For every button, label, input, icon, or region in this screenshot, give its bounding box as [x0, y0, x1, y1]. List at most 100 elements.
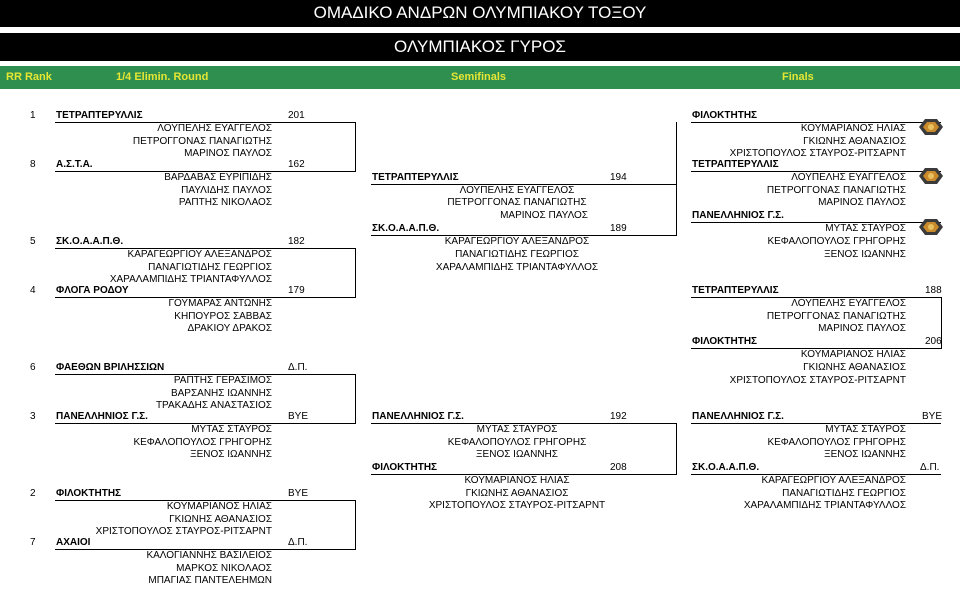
bracket-line — [55, 549, 355, 550]
member-name: ΚΑΛΟΓΙΑΝΝΗΣ ΒΑΣΙΛΕΙΟΣ — [146, 550, 272, 561]
member-name: ΓΚΙΩΝΗΣ ΑΘΑΝΑΣΙΟΣ — [465, 488, 569, 499]
member-name: ΠΕΤΡΟΓΓΟΝΑΣ ΠΑΝΑΓΙΩΤΗΣ — [132, 136, 272, 147]
bracket-line — [691, 423, 941, 424]
member-name: ΚΑΡΑΓΕΩΡΓΙΟΥ ΑΛΕΞΑΝΔΡΟΣ — [127, 249, 272, 260]
round-finals: Finals — [782, 71, 814, 83]
bracket-line — [355, 374, 356, 424]
subtitle-band — [0, 33, 960, 61]
member-name: ΚΟΥΜΑΡΙΑΝΟΣ ΗΛΙΑΣ — [464, 475, 570, 486]
member-name: ΓΚΙΩΝΗΣ ΑΘΑΝΑΣΙΟΣ — [803, 136, 906, 147]
team-name: ΠΑΝΕΛΛΗΝΙΟΣ Γ.Σ. — [56, 411, 148, 422]
team-name: ΦΑΕΘΩΝ ΒΡΙΛΗΣΣΙΩΝ — [56, 362, 165, 373]
member-name: ΧΑΡΑΛΑΜΠΙΔΗΣ ΤΡΙΑΝΤΑΦΥΛΛΟΣ — [743, 500, 906, 511]
member-name: ΠΑΝΑΓΙΩΤΙΔΗΣ ΓΕΩΡΓΙΟΣ — [455, 249, 579, 260]
member-name: ΧΡΙΣΤΟΠΟΥΛΟΣ ΣΤΑΥΡΟΣ-ΡΙΤΣΑΡΝΤ — [428, 500, 606, 511]
team-score: BYE — [922, 411, 943, 422]
team-score: 201 — [288, 110, 305, 121]
team-name: ΦΙΛΟΚΤΗΤΗΣ — [372, 462, 438, 473]
team-score: 189 — [610, 223, 627, 234]
team-score: Δ.Π. — [288, 362, 308, 373]
member-name: ΞΕΝΟΣ ΙΩΑΝΝΗΣ — [824, 449, 906, 460]
team-name: ΦΙΛΟΚΤΗΤΗΣ — [56, 488, 122, 499]
team-score: 194 — [610, 172, 627, 183]
team-name: ΣΚ.Ο.Α.Α.Π.Θ. — [692, 462, 760, 473]
bracket-line — [55, 500, 355, 501]
title-band — [0, 0, 960, 27]
team-name: ΣΚ.Ο.Α.Α.Π.Θ. — [372, 223, 440, 234]
member-name: ΧΑΡΑΛΑΜΠΙΔΗΣ ΤΡΙΑΝΤΑΦΥΛΛΟΣ — [435, 262, 599, 273]
member-name: ΚΟΥΜΑΡΙΑΝΟΣ ΗΛΙΑΣ — [166, 501, 272, 512]
bracket-line — [691, 171, 941, 172]
seed-number: 2 — [30, 488, 36, 499]
team-name: ΣΚ.Ο.Α.Α.Π.Θ. — [56, 236, 124, 247]
member-name: ΜΥΤΑΣ ΣΤΑΥΡΟΣ — [191, 424, 272, 435]
team-score: 206 — [925, 336, 942, 347]
bracket-line — [676, 122, 677, 236]
member-name: ΤΡΑΚΑΔΗΣ ΑΝΑΣΤΑΣΙΟΣ — [155, 400, 272, 411]
seed-number: 4 — [30, 285, 36, 296]
bracket-line — [371, 423, 676, 424]
team-score: Δ.Π. — [920, 462, 940, 473]
bracket-line — [691, 474, 941, 475]
member-name: ΧΡΙΣΤΟΠΟΥΛΟΣ ΣΤΑΥΡΟΣ-ΡΙΤΣΑΡΝΤ — [729, 148, 906, 159]
seed-number: 7 — [30, 537, 36, 548]
bracket-line — [691, 297, 941, 298]
member-name: ΛΟΥΠΕΛΗΣ ΕΥΑΓΓΕΛΟΣ — [791, 172, 906, 183]
team-score: 182 — [288, 236, 305, 247]
member-name: ΧΡΙΣΤΟΠΟΥΛΟΣ ΣΤΑΥΡΟΣ-ΡΙΤΣΑΡΝΤ — [729, 375, 906, 386]
bracket-line — [355, 248, 356, 298]
team-name: ΦΛΟΓΑ ΡΟΔΟΥ — [56, 285, 129, 296]
bracket-line — [371, 474, 676, 475]
member-name: ΓΟΥΜΑΡΑΣ ΑΝΤΩΝΗΣ — [168, 298, 272, 309]
bracket-line — [371, 235, 676, 236]
member-name: ΚΗΠΟΥΡΟΣ ΣΑΒΒΑΣ — [174, 311, 272, 322]
member-name: ΜΑΡΙΝΟΣ ΠΑΥΛΟΣ — [500, 210, 588, 221]
bracket-line — [941, 297, 942, 349]
member-name: ΜΥΤΑΣ ΣΤΑΥΡΟΣ — [825, 223, 906, 234]
member-name: ΞΕΝΟΣ ΙΩΑΝΝΗΣ — [476, 449, 558, 460]
member-name: ΠΑΝΑΓΙΩΤΙΔΗΣ ΓΕΩΡΓΙΟΣ — [148, 262, 272, 273]
seed-number: 5 — [30, 236, 36, 247]
seed-number: 3 — [30, 411, 36, 422]
team-score: Δ.Π. — [288, 537, 308, 548]
team-name: ΤΕΤΡΑΠΤΕΡΥΛΛΙΣ — [692, 285, 779, 296]
member-name: ΜΥΤΑΣ ΣΤΑΥΡΟΣ — [476, 424, 558, 435]
member-name: ΧΑΡΑΛΑΜΠΙΔΗΣ ΤΡΙΑΝΤΑΦΥΛΛΟΣ — [109, 274, 272, 285]
member-name: ΠΑΝΑΓΙΩΤΙΔΗΣ ΓΕΩΡΓΙΟΣ — [782, 488, 906, 499]
bracket-line — [55, 171, 355, 172]
member-name: ΡΑΠΤΗΣ ΓΕΡΑΣΙΜΟΣ — [173, 375, 272, 386]
team-name: ΠΑΝΕΛΛΗΝΙΟΣ Γ.Σ. — [692, 411, 784, 422]
member-name: ΔΡΑΚΙΟΥ ΔΡΑΚΟΣ — [187, 323, 273, 334]
member-name: ΚΕΦΑΛΟΠΟΥΛΟΣ ΓΡΗΓΟΡΗΣ — [767, 236, 906, 247]
team-score: 179 — [288, 285, 305, 296]
round-quarterfinal: 1/4 Elimin. Round — [116, 71, 209, 83]
team-name: Α.Σ.Τ.Α. — [56, 159, 93, 170]
bracket-line — [55, 423, 355, 424]
member-name: ΜΥΤΑΣ ΣΤΑΥΡΟΣ — [825, 424, 906, 435]
bracket-line — [371, 184, 676, 185]
bracket-line — [55, 248, 355, 249]
seed-number: 6 — [30, 362, 36, 373]
member-name: ΚΟΥΜΑΡΙΑΝΟΣ ΗΛΙΑΣ — [800, 349, 906, 360]
bracket-line — [691, 122, 941, 123]
round-header-bar: RR Rank 1/4 Elimin. Round Semifinals Fin… — [0, 66, 960, 89]
round-rr-rank: RR Rank — [6, 71, 52, 83]
bracket-line — [55, 297, 355, 298]
member-name: ΚΟΥΜΑΡΙΑΝΟΣ ΗΛΙΑΣ — [800, 123, 906, 134]
member-name: ΠΕΤΡΟΓΓΟΝΑΣ ΠΑΝΑΓΙΩΤΗΣ — [766, 185, 906, 196]
member-name: ΚΕΦΑΛΟΠΟΥΛΟΣ ΓΡΗΓΟΡΗΣ — [133, 437, 272, 448]
team-name: ΤΕΤΡΑΠΤΕΡΥΛΛΙΣ — [56, 110, 143, 121]
round-semifinal: Semifinals — [451, 71, 507, 83]
bracket-line — [691, 348, 941, 349]
member-name: ΚΕΦΑΛΟΠΟΥΛΟΣ ΓΡΗΓΟΡΗΣ — [447, 437, 587, 448]
team-name: ΑΧΑΙΟΙ — [56, 537, 91, 548]
member-name: ΚΑΡΑΓΕΩΡΓΙΟΥ ΑΛΕΞΑΝΔΡΟΣ — [444, 236, 590, 247]
page-title: ΟΜΑΔΙΚΟ ΑΝΔΡΩΝ ΟΛΥΜΠΙΑΚΟΥ ΤΟΞΟΥ — [313, 3, 647, 22]
team-name: ΤΕΤΡΑΠΤΕΡΥΛΛΙΣ — [372, 172, 459, 183]
team-score: BYE — [288, 488, 309, 499]
team-name: ΦΙΛΟΚΤΗΤΗΣ — [692, 110, 758, 121]
member-name: ΓΚΙΩΝΗΣ ΑΘΑΝΑΣΙΟΣ — [169, 514, 272, 525]
member-name: ΒΑΡΣΑΝΗΣ ΙΩΑΝΝΗΣ — [170, 388, 272, 399]
member-name: ΛΟΥΠΕΛΗΣ ΕΥΑΓΓΕΛΟΣ — [157, 123, 272, 134]
member-name: ΒΑΡΔΑΒΑΣ ΕΥΡΙΠΙΔΗΣ — [164, 172, 272, 183]
